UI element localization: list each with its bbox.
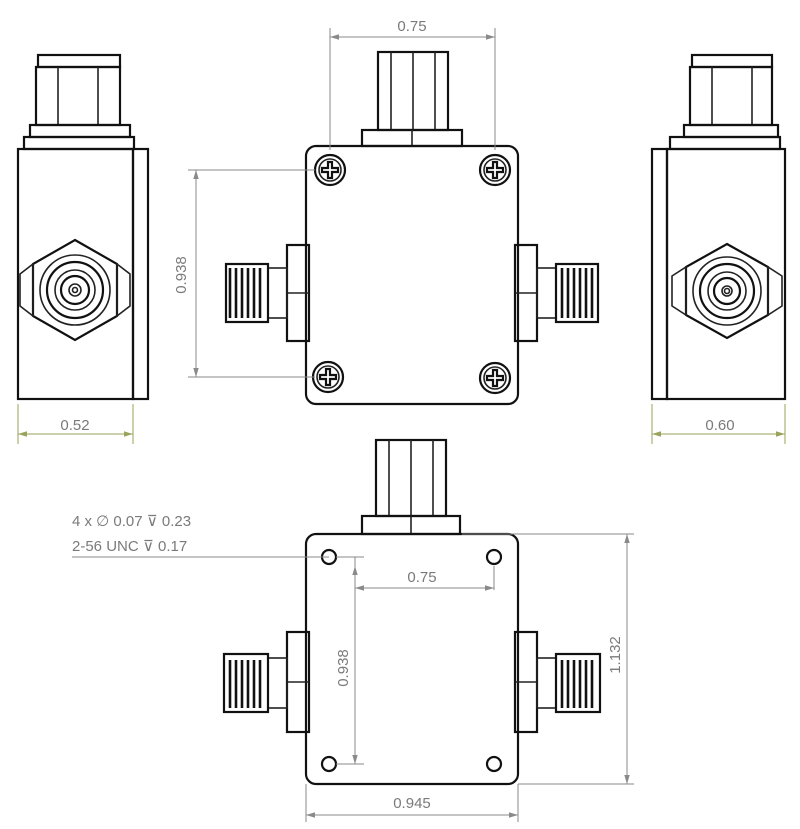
right-side-view: 0.60: [650, 53, 787, 444]
mount-hole: [485, 548, 503, 566]
left-thread: [228, 268, 262, 318]
hole-callout-note: 4 x ∅ 0.07 ⊽ 0.23: [72, 513, 191, 530]
bottom-right-thread: [560, 660, 594, 708]
screw-icon: [478, 361, 512, 395]
bottom-overall-height-dimension: 1.132: [607, 636, 624, 674]
bottom-left-thread: [228, 660, 262, 708]
screw-icon: [311, 360, 345, 394]
top-height-dimension: 0.938: [173, 256, 190, 294]
mount-hole: [320, 755, 338, 773]
top-hole-spacing-dimension: 0.75: [397, 18, 426, 35]
bottom-view: 4 x ∅ 0.07 ⊽ 0.23 2-56 UNC ⊽ 0.17 0.75 0…: [72, 438, 634, 822]
left-width-dimension: 0.52: [60, 417, 89, 434]
right-width-dimension: 0.60: [705, 417, 734, 434]
bottom-overall-width-dimension: 0.945: [393, 795, 431, 812]
top-front-view: 0.75 0.938: [173, 18, 600, 406]
screw-icon: [478, 153, 512, 187]
mount-hole: [485, 755, 503, 773]
screw-icon: [313, 153, 347, 187]
bottom-hole-spacing-dimension: 0.75: [407, 569, 436, 586]
thread-callout-note: 2-56 UNC ⊽ 0.17: [72, 538, 187, 555]
left-side-view: 0.52: [16, 53, 150, 444]
bottom-hole-height-dimension: 0.938: [335, 649, 352, 687]
right-thread: [560, 268, 594, 318]
